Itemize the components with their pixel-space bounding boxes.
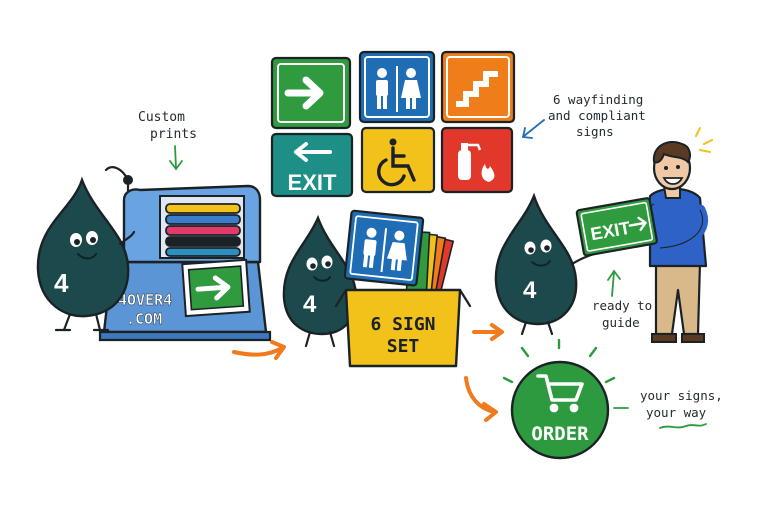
box-label-line1: 6 SIGN: [370, 314, 435, 335]
press-brand-line1: 4OVER4: [118, 291, 172, 309]
arrow-right-icon: [284, 76, 324, 110]
annotation-wayfinding: 6 wayfinding and compliant signs: [521, 92, 646, 139]
annotation-ready: ready to guide: [592, 269, 652, 330]
sign-set-box: 6 SIGN SET: [334, 209, 472, 368]
up-arrow-icon: [607, 269, 621, 297]
fire-extinguisher-icon: [458, 143, 495, 182]
sign-green-arrow: [270, 56, 352, 130]
annotation-custom-prints-line1: Custom: [138, 110, 185, 125]
down-arrow-icon: [169, 145, 183, 171]
pointer-arrow-icon: [521, 119, 545, 139]
box-label-line2: SET: [387, 336, 420, 357]
annotation-wayfinding-line3: signs: [576, 124, 614, 139]
annotation-wayfinding-line2: and compliant: [548, 108, 646, 123]
flow-arrow-3: [464, 376, 498, 422]
order-button-label[interactable]: ORDER: [531, 423, 589, 445]
annotation-ready-line1: ready to: [592, 298, 652, 313]
exit-sign-label: EXIT: [288, 170, 337, 195]
annotation-wayfinding-line1: 6 wayfinding: [553, 92, 643, 107]
sign-blue-restroom: [358, 50, 436, 124]
mascot-3-number: 4: [523, 277, 537, 304]
flow-arrow-1: [232, 340, 286, 360]
squiggle-icon: [659, 423, 707, 429]
mascot-drop-3: 4: [494, 192, 596, 336]
mascot-drop-2: 4: [282, 214, 358, 348]
order-button[interactable]: ORDER: [502, 338, 616, 460]
mascot-2-number: 4: [303, 291, 317, 318]
annotation-ready-line2: guide: [602, 315, 640, 330]
stairs-icon: [456, 71, 498, 107]
annotation-your-signs: your signs, your way: [613, 388, 723, 429]
annotation-custom-prints-line2: prints: [150, 127, 197, 142]
annotation-custom-prints: Custom prints: [138, 110, 197, 171]
printing-press: 4OVER4 .COM: [98, 166, 272, 342]
restroom-icon: [376, 66, 421, 112]
ink-rollers: [165, 203, 241, 257]
sign-grid: EXIT: [270, 50, 516, 198]
wheelchair-icon: [377, 138, 416, 187]
sign-teal-exit: EXIT: [270, 132, 354, 198]
printed-sheet: [181, 258, 251, 318]
held-exit-sign: EXIT: [575, 197, 658, 257]
exit-arrow-left-icon: [294, 142, 332, 162]
annotation-your-signs-line1: your signs,: [640, 388, 723, 403]
sign-red-fire: [440, 126, 514, 194]
held-restroom-sign: [343, 209, 425, 287]
sign-yellow-accessible: [360, 126, 436, 194]
annotation-your-signs-line2: your way: [646, 405, 707, 420]
cart-icon: [536, 374, 584, 413]
sign-orange-stairs: [440, 50, 516, 124]
press-brand-line2: .COM: [126, 310, 162, 328]
flow-arrow-2: [472, 323, 504, 341]
mascot-drop-1: 4: [36, 176, 136, 332]
mascot-1-number: 4: [54, 268, 69, 298]
